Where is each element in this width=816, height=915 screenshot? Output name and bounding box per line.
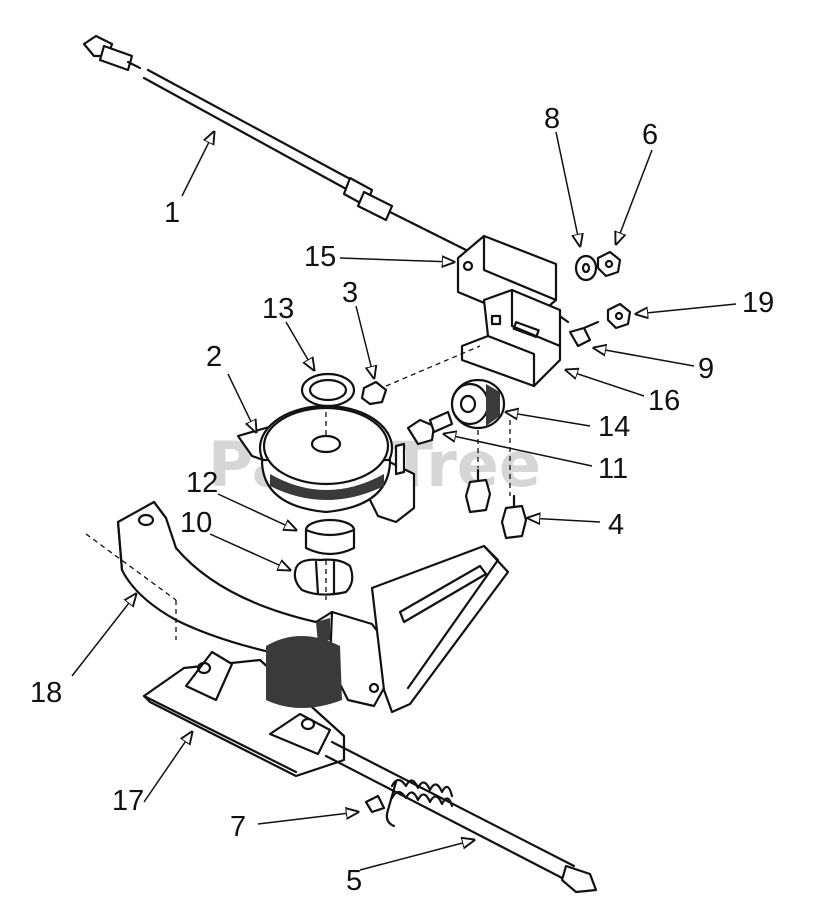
part-17-base-plate: [142, 636, 346, 778]
part-12-bushing: [304, 518, 356, 556]
callout-19: 19: [742, 287, 774, 319]
part-6-nut: [596, 250, 622, 278]
callout-15: 15: [304, 241, 336, 273]
callout-10: 10: [180, 507, 212, 539]
part-14-idler-pulley: [450, 378, 506, 430]
callout-4: 4: [608, 509, 624, 541]
callout-13: 13: [262, 293, 294, 325]
callout-17: 17: [112, 785, 144, 817]
callout-8: 8: [544, 103, 560, 135]
part-2-drive-pulley: [236, 404, 416, 524]
pivot-plate: [370, 544, 510, 714]
part-19-nut: [606, 302, 632, 330]
part-4-bolts: [464, 468, 528, 540]
callout-2: 2: [206, 341, 222, 373]
callout-1: 1: [164, 197, 180, 229]
callout-9: 9: [698, 353, 714, 385]
part-11-shoulder-bolt: [406, 410, 454, 446]
callout-5: 5: [346, 865, 362, 897]
part-9-bolt: [568, 320, 600, 348]
callout-7: 7: [230, 811, 246, 843]
callout-leaders: [71, 132, 737, 871]
part-7-spring: [364, 778, 454, 828]
assembly-guide-lines: [85, 345, 511, 640]
callout-18: 18: [30, 677, 62, 709]
callout-16: 16: [648, 385, 680, 417]
callout-11: 11: [598, 453, 628, 485]
callout-12: 12: [186, 467, 218, 499]
callout-6: 6: [642, 119, 658, 151]
part-13-bearing: [300, 372, 356, 408]
callout-labels: 1 2 3 4 5 6 7 8 9 10 11 12 13 14 15 16 1…: [30, 103, 774, 897]
part-5-shaft: [324, 740, 598, 894]
part-8-washer: [574, 254, 598, 282]
part-16-idler-bracket: [460, 288, 562, 388]
callout-14: 14: [598, 411, 630, 443]
part-3-pin: [360, 380, 388, 406]
callout-3: 3: [342, 277, 358, 309]
part-10-spacer: [293, 558, 354, 596]
